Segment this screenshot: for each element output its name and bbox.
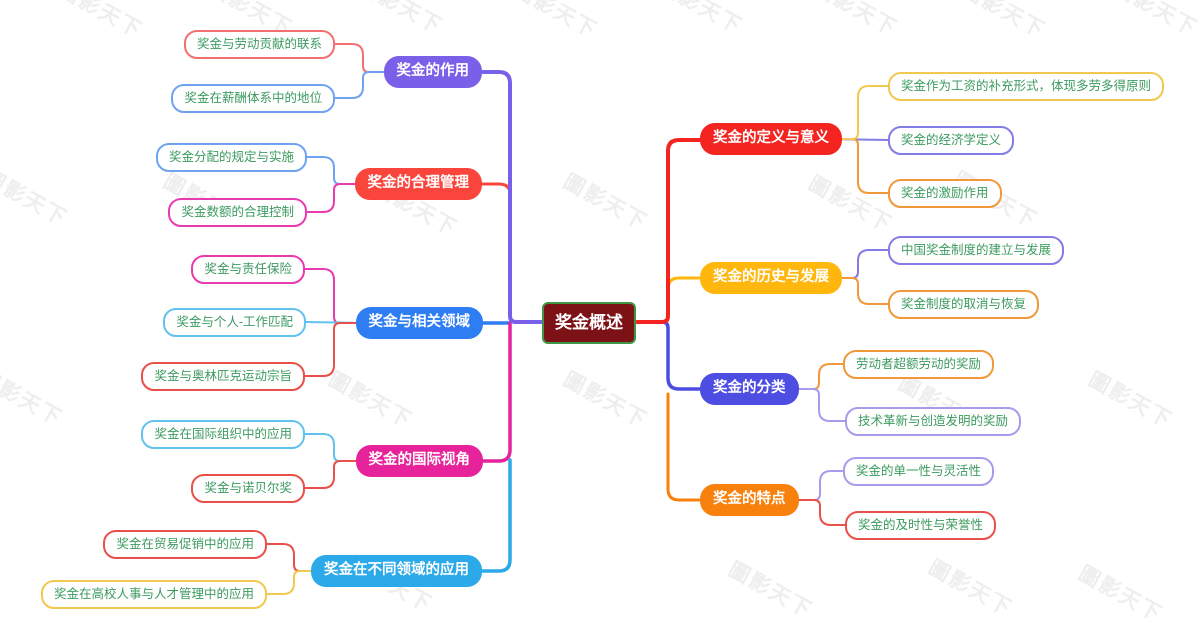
watermark-text: 圖影天下 [957, 0, 1050, 43]
node-related-child-1[interactable]: 奖金与个人-工作匹配 [163, 308, 306, 337]
node-history-child-1[interactable]: 奖金制度的取消与恢复 [888, 290, 1040, 319]
link-history [666, 276, 702, 291]
link-definition [635, 138, 702, 324]
node-role-child-1[interactable]: 奖金在薪酬体系中的地位 [171, 84, 335, 113]
link-features [666, 392, 702, 502]
node-international-child-1[interactable]: 奖金与诺贝尔奖 [191, 474, 305, 503]
watermark-text: 圖影天下 [0, 365, 67, 431]
node-classification-child-0[interactable]: 劳动者超额劳动的奖励 [843, 350, 995, 379]
watermark-text: 圖影天下 [724, 557, 817, 623]
node-management-child-0[interactable]: 奖金分配的规定与实施 [155, 143, 307, 172]
node-applications-child-1[interactable]: 奖金在高校人事与人才管理中的应用 [40, 580, 267, 609]
watermark-text: 圖影天下 [324, 367, 417, 433]
node-related-child-2[interactable]: 奖金与奥林匹克运动宗旨 [141, 362, 305, 391]
link-classification [635, 320, 702, 391]
node-features-child-1[interactable]: 奖金的及时性与荣誉性 [845, 511, 997, 540]
node-definition-child-0[interactable]: 奖金作为工资的补充形式，体现多劳多得原则 [888, 72, 1165, 101]
watermark-text: 圖影天下 [0, 165, 72, 231]
node-definition-child-1[interactable]: 奖金的经济学定义 [888, 126, 1015, 155]
watermark-text: 圖影天下 [654, 0, 747, 39]
node-management-child-1[interactable]: 奖金数额的合理控制 [168, 198, 307, 227]
node-role-child-0[interactable]: 奖金与劳动贡献的联系 [183, 30, 335, 59]
branch-features[interactable]: 奖金的特点 [700, 484, 799, 516]
watermark-text: 圖影天下 [1074, 561, 1167, 627]
branch-definition[interactable]: 奖金的定义与意义 [700, 123, 842, 155]
watermark-text: 圖影天下 [924, 555, 1017, 621]
branch-applications[interactable]: 奖金在不同领域的应用 [311, 555, 482, 587]
node-features-child-0[interactable]: 奖金的单一性与灵活性 [843, 457, 995, 486]
branch-management[interactable]: 奖金的合理管理 [354, 168, 482, 200]
branch-international[interactable]: 奖金的国际视角 [355, 445, 483, 477]
link-role [480, 70, 545, 324]
watermark-text: 圖影天下 [1109, 0, 1200, 41]
watermark-text: 圖影天下 [804, 171, 897, 237]
link-applications [480, 458, 512, 573]
root-topic[interactable]: 奖金概述 [542, 302, 636, 344]
node-related-child-0[interactable]: 奖金与责任保险 [191, 255, 305, 284]
watermark-text: 圖影天下 [559, 169, 652, 235]
branch-classification[interactable]: 奖金的分类 [700, 373, 799, 405]
watermark-text: 圖影天下 [354, 0, 447, 39]
watermark-text: 圖影天下 [559, 367, 652, 433]
node-applications-child-0[interactable]: 奖金在贸易促销中的应用 [103, 530, 267, 559]
watermark-text: 圖影天下 [509, 0, 602, 43]
link-management [480, 182, 512, 196]
node-classification-child-1[interactable]: 技术革新与创造发明的奖励 [845, 407, 1022, 436]
branch-related-fields[interactable]: 奖金与相关领域 [355, 307, 483, 339]
node-history-child-0[interactable]: 中国奖金制度的建立与发展 [888, 236, 1065, 265]
link-international [481, 321, 512, 463]
watermark-text: 圖影天下 [1084, 367, 1177, 433]
node-international-child-0[interactable]: 奖金在国际组织中的应用 [141, 420, 305, 449]
branch-role[interactable]: 奖金的作用 [383, 56, 482, 88]
node-definition-child-2[interactable]: 奖金的激励作用 [888, 179, 1002, 208]
branch-history[interactable]: 奖金的历史与发展 [700, 262, 842, 294]
watermark-text: 圖影天下 [54, 0, 147, 43]
watermark-text: 圖影天下 [809, 0, 902, 41]
